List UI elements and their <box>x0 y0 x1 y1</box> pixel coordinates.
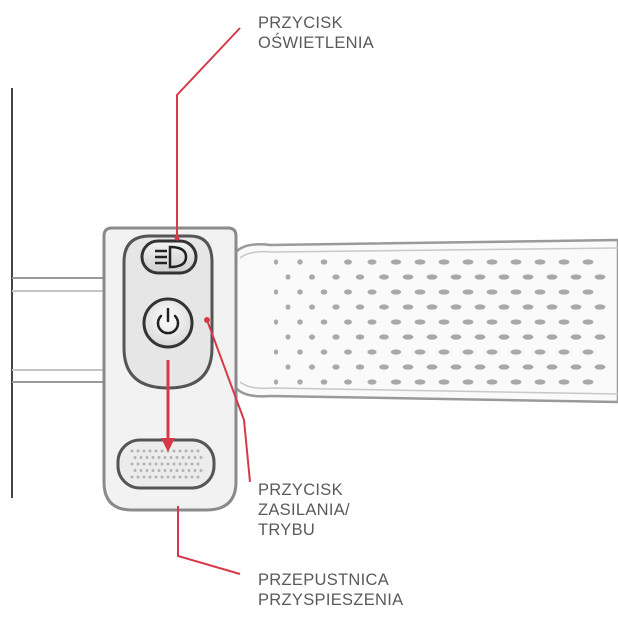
leader-line-power <box>206 319 251 483</box>
power-icon <box>156 307 180 335</box>
leader-dot-light <box>174 235 180 241</box>
throttle-arrow <box>161 360 175 452</box>
handlebar-tube <box>12 277 104 383</box>
light-button[interactable] <box>140 239 198 275</box>
leader-dot-power <box>204 317 210 323</box>
power-mode-button[interactable] <box>142 297 194 349</box>
leader-line-light <box>176 27 241 238</box>
handlebar-grip <box>234 238 618 404</box>
label-power-mode-button: PRZYCISK ZASILANIA/ TRYBU <box>258 481 350 539</box>
grip-texture <box>273 259 606 385</box>
label-throttle: PRZEPUSTNICA PRZYSPIESZENIA <box>258 571 404 609</box>
headlight-icon <box>155 245 188 269</box>
leader-line-throttle <box>177 506 241 575</box>
throttle-texture <box>130 449 203 479</box>
label-light-button: PRZYCISK OŚWIETLENIA <box>258 14 375 52</box>
